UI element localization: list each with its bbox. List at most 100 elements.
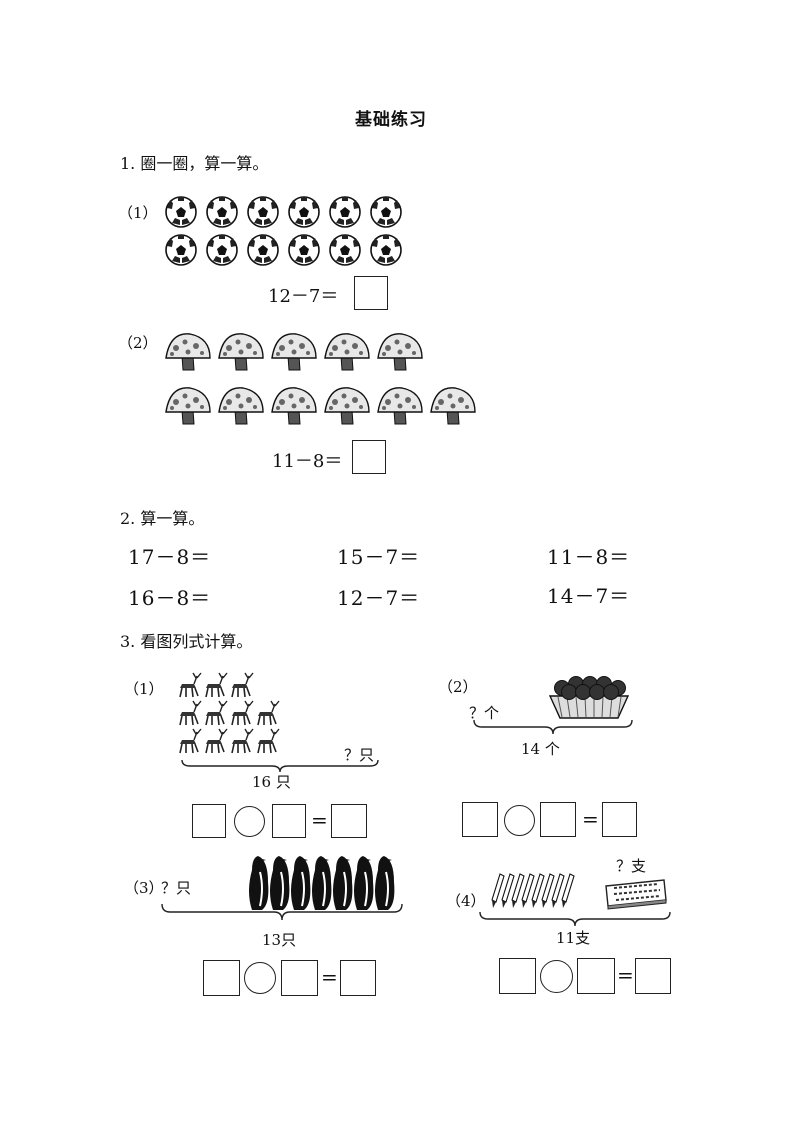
deer-icon — [205, 672, 228, 698]
pencils-group — [491, 873, 575, 908]
q3-part4-label: （4） — [446, 892, 486, 910]
mushroom-icon — [324, 333, 370, 371]
pencil-icon — [561, 873, 575, 908]
penguins-group — [249, 856, 395, 910]
q3-part4-total: 11支 — [556, 929, 591, 947]
soccer-ball-icon — [370, 234, 402, 266]
calc-problem: 11－8＝ — [547, 545, 631, 569]
soccer-ball-icon — [329, 196, 361, 228]
q3-part3-unknown: ？只 — [161, 879, 192, 897]
penguin-icon — [375, 856, 395, 910]
mushroom-icon — [271, 387, 317, 425]
mushrooms-group — [165, 333, 476, 425]
pencil-icon — [491, 873, 505, 908]
soccer-balls-group — [165, 196, 402, 266]
mushroom-icon — [324, 387, 370, 425]
penguin-icon — [354, 856, 374, 910]
answer-box[interactable] — [192, 804, 226, 838]
answer-box[interactable] — [462, 802, 498, 837]
calc-problem: 14－7＝ — [547, 584, 631, 608]
pencil-case-icon — [605, 879, 667, 910]
pencil-icon — [541, 873, 555, 908]
penguin-icon — [333, 856, 353, 910]
deer-icon — [205, 728, 228, 754]
page-title: 基础练习 — [355, 110, 427, 130]
brace — [161, 903, 403, 921]
pencil-icon — [531, 873, 545, 908]
question-1-heading: 1. 圈一圈，算一算。 — [120, 154, 269, 173]
answer-box[interactable] — [340, 960, 376, 996]
equals-sign: = — [311, 808, 328, 832]
mushroom-icon — [218, 387, 264, 425]
mushroom-icon — [377, 333, 423, 371]
deer-icon — [179, 672, 202, 698]
brace — [473, 719, 633, 735]
calc-problem: 16－8＝ — [128, 586, 212, 610]
equals-sign: = — [617, 963, 634, 987]
apple-basket-icon — [548, 676, 630, 719]
answer-box[interactable] — [602, 802, 637, 837]
mushroom-icon — [165, 333, 211, 371]
answer-box[interactable] — [499, 958, 536, 994]
soccer-ball-icon — [288, 196, 320, 228]
answer-box[interactable] — [331, 804, 367, 838]
deer-icon — [257, 700, 280, 726]
q1-part1-label: （1） — [118, 204, 158, 222]
answer-box[interactable] — [577, 958, 615, 994]
mushroom-icon — [377, 387, 423, 425]
brace — [181, 759, 379, 773]
soccer-ball-icon — [165, 234, 197, 266]
mushroom-icon — [218, 333, 264, 371]
pencil-icon — [511, 873, 525, 908]
calc-problem: 12－7＝ — [337, 586, 421, 610]
deer-icon — [231, 728, 254, 754]
answer-box[interactable] — [281, 960, 318, 996]
answer-box[interactable] — [354, 276, 388, 310]
deer-icon — [179, 728, 202, 754]
pencil-icon — [521, 873, 535, 908]
q3-part3-total: 13只 — [262, 931, 297, 949]
answer-box[interactable] — [352, 440, 386, 474]
soccer-ball-icon — [247, 234, 279, 266]
operator-circle[interactable] — [234, 806, 265, 837]
question-2-heading: 2. 算一算。 — [120, 509, 205, 528]
soccer-ball-icon — [206, 234, 238, 266]
q3-part2-unknown: ？个 — [469, 704, 500, 722]
calc-problem: 17－8＝ — [128, 545, 212, 569]
deer-icon — [179, 700, 202, 726]
deer-icon — [231, 700, 254, 726]
penguin-icon — [270, 856, 290, 910]
soccer-ball-icon — [206, 196, 238, 228]
soccer-ball-icon — [370, 196, 402, 228]
mushroom-icon — [430, 387, 476, 425]
soccer-ball-icon — [329, 234, 361, 266]
brace — [479, 911, 671, 927]
q3-part1-total: 16 只 — [252, 773, 291, 791]
operator-circle[interactable] — [540, 960, 573, 993]
deer-icon — [205, 700, 228, 726]
operator-circle[interactable] — [504, 805, 535, 836]
answer-box[interactable] — [635, 958, 671, 994]
q3-part3-label: （3） — [124, 879, 164, 897]
penguin-icon — [312, 856, 332, 910]
pencil-icon — [501, 873, 515, 908]
q3-part2-total: 14 个 — [521, 740, 560, 758]
q3-part1-unknown: ？只 — [344, 746, 375, 764]
q1-part2-label: （2） — [118, 334, 158, 352]
q1-part2-equation: 11－8＝ — [272, 451, 343, 472]
answer-box[interactable] — [272, 804, 306, 838]
answer-box[interactable] — [540, 802, 576, 837]
penguin-icon — [291, 856, 311, 910]
operator-circle[interactable] — [244, 962, 276, 994]
penguin-icon — [249, 856, 269, 910]
deer-icon — [231, 672, 254, 698]
mushroom-icon — [165, 387, 211, 425]
calc-problem: 15－7＝ — [337, 545, 421, 569]
pencil-icon — [551, 873, 565, 908]
q3-part1-label: （1） — [124, 680, 164, 698]
answer-box[interactable] — [203, 960, 240, 996]
equals-sign: = — [582, 807, 599, 831]
soccer-ball-icon — [165, 196, 197, 228]
soccer-ball-icon — [288, 234, 320, 266]
mushroom-icon — [271, 333, 317, 371]
